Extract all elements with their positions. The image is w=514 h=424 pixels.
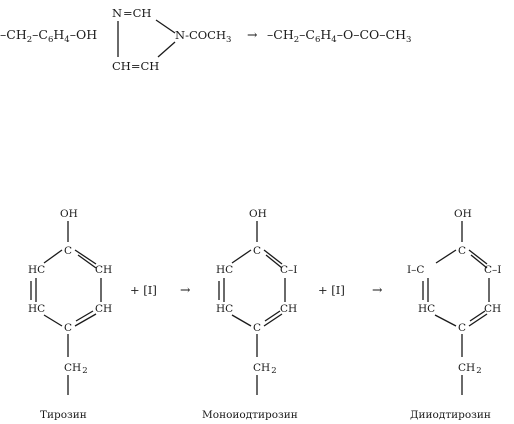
bond-c4-c5	[468, 313, 488, 327]
bond-c4-c5-double	[264, 310, 281, 322]
ring-ch-right-top: CH	[95, 264, 112, 276]
ring-hc-left-bottom: HC	[28, 303, 45, 315]
bond-c4-c5-double	[469, 310, 486, 322]
imidazole-ch-top: =CH	[123, 6, 151, 20]
imidazole-ch-bottom: CH=CH	[112, 59, 159, 73]
ring-bond-bottom-right	[157, 41, 176, 58]
ring-ci-right-top: C–I	[484, 264, 501, 276]
molecule-name-diiodotyrosine: Дииодтирозин	[410, 409, 491, 421]
molecule-name-tyrosine: Тирозин	[40, 409, 87, 421]
reaction-acetylation: –CH2–C6H4–OH N =CH N-COCH3 CH=CH → –CH2–…	[0, 6, 411, 73]
ring-hc-left-bottom: HC	[216, 303, 233, 315]
molecule-diiodotyrosine: OH C I–C C–I HC CH C CH2 Дииодтирозин	[407, 208, 501, 421]
ch2-label: CH2	[253, 362, 277, 376]
hydroxyl-label: OH	[60, 208, 78, 220]
bond-c1-c6-double	[77, 254, 97, 269]
ring-ch-right-bottom: CH	[484, 303, 501, 315]
bond-c4-c5	[263, 313, 283, 327]
ring-c1: C	[64, 245, 72, 257]
ring-hc-left-top: HC	[216, 264, 233, 276]
bond-c1-c6-double	[265, 254, 283, 269]
bond-c1-c2	[43, 249, 63, 264]
acetylated-product-formula: –CH2–C6H4–O–CO–CH3	[267, 27, 411, 45]
ring-hc-left-top: HC	[28, 264, 45, 276]
molecule-monoiodotyrosine: OH C HC C–I HC CH C CH2 Моноиодтирозин	[202, 208, 298, 421]
bond-c1-c2	[435, 249, 457, 264]
bond-c1-c2	[231, 249, 252, 264]
imidazole-n-top: N	[112, 6, 122, 20]
ring-ch-right-bottom: CH	[95, 303, 112, 315]
bond-c4-c5-double	[75, 310, 94, 322]
ring-ci-right-top: C–I	[280, 264, 297, 276]
ch2-label: CH2	[64, 362, 88, 376]
reaction2-arrow-1: →	[180, 282, 191, 297]
bond-c1-c6	[468, 249, 488, 265]
ring-hc-left-bottom: HC	[418, 303, 435, 315]
reaction1-arrow: →	[247, 27, 258, 42]
ring-c1: C	[458, 245, 466, 257]
ring-ic-left-top: I–C	[407, 264, 424, 276]
hydroxyl-label: OH	[454, 208, 472, 220]
molecule-tyrosine: OH C HC CH HC CH C CH2 Тирозин	[28, 208, 112, 421]
tyrosine-side-chain-formula: –CH2–C6H4–OH	[0, 27, 97, 45]
ring-ch-right-bottom: CH	[280, 303, 297, 315]
bond-c3-c4	[231, 314, 252, 327]
ring-bond-top-right	[155, 19, 176, 34]
imidazole-n-acetyl: N-COCH3	[175, 28, 231, 45]
bond-c3-c4	[43, 314, 63, 327]
hydroxyl-label: OH	[249, 208, 267, 220]
ring-c4: C	[253, 322, 261, 334]
bond-c3-c4	[434, 314, 457, 327]
plus-iodine-1: + [I]	[130, 283, 157, 297]
reaction2-arrow-2: →	[372, 282, 383, 297]
ring-c4: C	[64, 322, 72, 334]
molecule-name-monoiodotyrosine: Моноиодтирозин	[202, 409, 298, 421]
acetylimidazole: N =CH N-COCH3 CH=CH	[112, 6, 231, 73]
ch2-label: CH2	[458, 362, 482, 376]
bond-c1-c6-double	[470, 254, 488, 269]
bond-c4-c5	[74, 313, 97, 327]
bond-c1-c6	[263, 249, 283, 265]
bond-c1-c6	[74, 249, 97, 265]
ring-c1: C	[253, 245, 261, 257]
ring-c4: C	[458, 322, 466, 334]
plus-iodine-2: + [I]	[318, 283, 345, 297]
